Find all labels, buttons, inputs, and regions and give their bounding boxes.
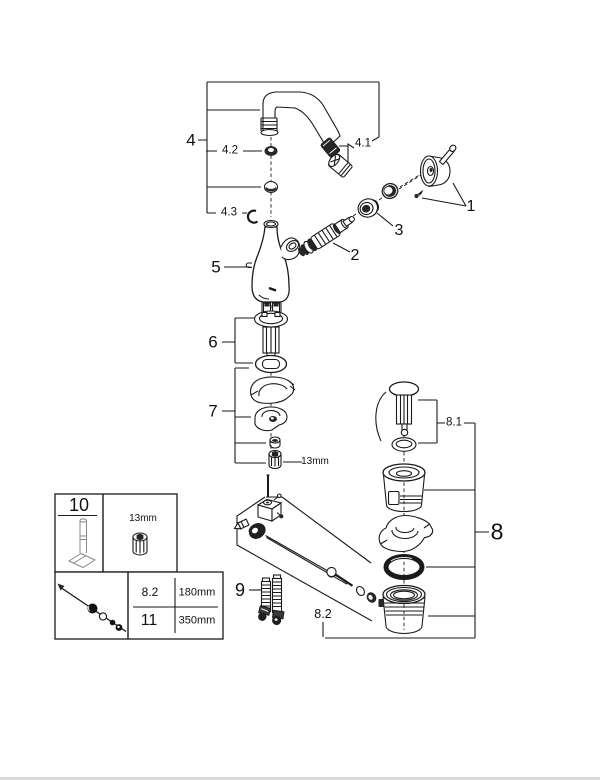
- drain-clamp-saddle: [378, 514, 434, 553]
- callout-8: 8: [490, 518, 504, 545]
- connection-hoses: [258, 574, 285, 626]
- faucet-body: [245, 219, 301, 303]
- mounting-tool-drawing: [67, 518, 97, 569]
- aerator-mousseur: [328, 153, 353, 178]
- spout-adapter-nut: [263, 180, 279, 194]
- drain-o-ring: [383, 554, 425, 580]
- table-ref-8-2: 8.2: [141, 585, 159, 599]
- wrench-size-label: 13mm: [301, 456, 329, 467]
- drain-plug: [375, 381, 420, 442]
- retaining-clip-4-3: [246, 209, 259, 224]
- handle-screw: [398, 174, 424, 199]
- spout: [260, 91, 341, 149]
- callout-8-1: 8.1: [446, 416, 462, 429]
- pop-up-rod-drawing: [57, 583, 127, 633]
- drain-flange: [382, 463, 426, 513]
- callout-7: 7: [208, 401, 218, 421]
- mounting-nut: [269, 436, 281, 449]
- socket-nut-13mm: [268, 449, 282, 470]
- pivot-rod-assembly: [233, 474, 377, 603]
- callout-2: 2: [350, 247, 360, 264]
- lever-handle: [419, 144, 457, 188]
- callout-lines: [198, 81, 489, 639]
- socket-nut-drawing: [132, 532, 148, 556]
- callout-4-3: 4.3: [221, 206, 237, 219]
- callout-3: 3: [394, 222, 404, 239]
- table-ref-11: 11: [140, 612, 158, 629]
- callout-4: 4: [186, 130, 196, 150]
- drain-body: [378, 584, 426, 635]
- spout-outlet-tip: [320, 137, 341, 158]
- mounting-base: [253, 302, 289, 362]
- callout-4-1: 4.1: [355, 137, 371, 150]
- inset-box: [54, 493, 224, 640]
- cap-ring: [381, 182, 399, 200]
- cartridge-nut: [357, 198, 379, 218]
- plug-o-ring: [391, 437, 417, 452]
- callout-6: 6: [208, 332, 218, 352]
- table-length-180: 180mm: [178, 586, 216, 599]
- base-gasket: [254, 354, 288, 374]
- inset-tool-number: 10: [68, 495, 90, 515]
- escutcheon-lower: [254, 406, 288, 432]
- callout-9: 9: [234, 580, 246, 600]
- escutcheon-upper: [250, 376, 296, 404]
- page-bottom-edge: [0, 777, 600, 780]
- inset-socket-size: 13mm: [129, 513, 157, 524]
- callout-8-2: 8.2: [314, 606, 332, 621]
- spout-o-ring-4-2: [264, 146, 278, 156]
- table-length-350: 350mm: [178, 614, 216, 627]
- callout-1: 1: [466, 198, 476, 215]
- callout-4-2: 4.2: [222, 144, 238, 157]
- cartridge: [297, 216, 355, 257]
- callout-5: 5: [211, 257, 221, 277]
